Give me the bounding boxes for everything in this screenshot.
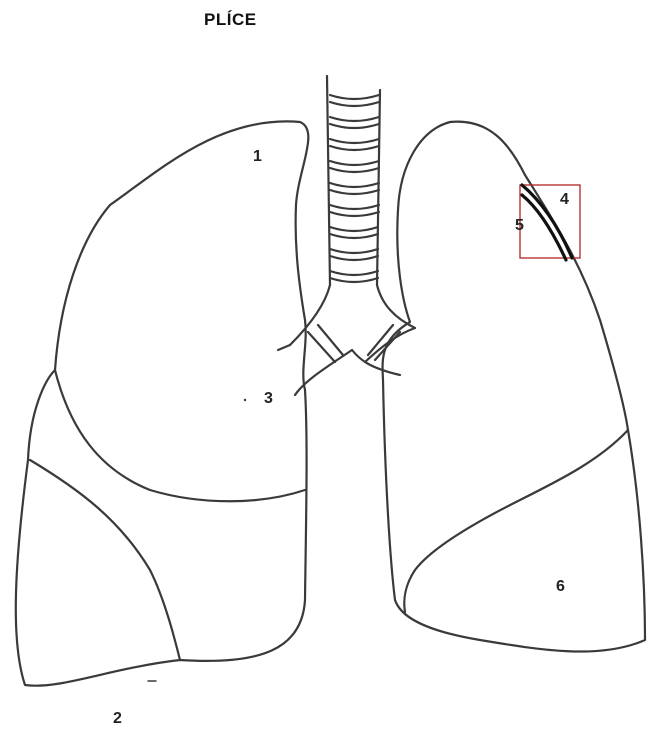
label-5: 5 (515, 217, 524, 235)
trachea-left-wall (327, 76, 330, 285)
trachea-rings (330, 95, 379, 282)
label-6: 6 (556, 578, 565, 596)
label-4: 4 (560, 191, 569, 209)
bronchi (278, 285, 415, 395)
diagram-title: PLÍCE (204, 10, 257, 30)
highlight-box (520, 185, 580, 258)
left-lung-oblique-fissure (404, 430, 628, 612)
label-2: 2 (113, 710, 122, 728)
label-3: 3 (264, 390, 273, 408)
stray-dot (244, 399, 246, 401)
left-lung-outline (383, 122, 645, 652)
label-1: 1 (253, 148, 262, 166)
right-lung-oblique-fissure (30, 460, 180, 660)
